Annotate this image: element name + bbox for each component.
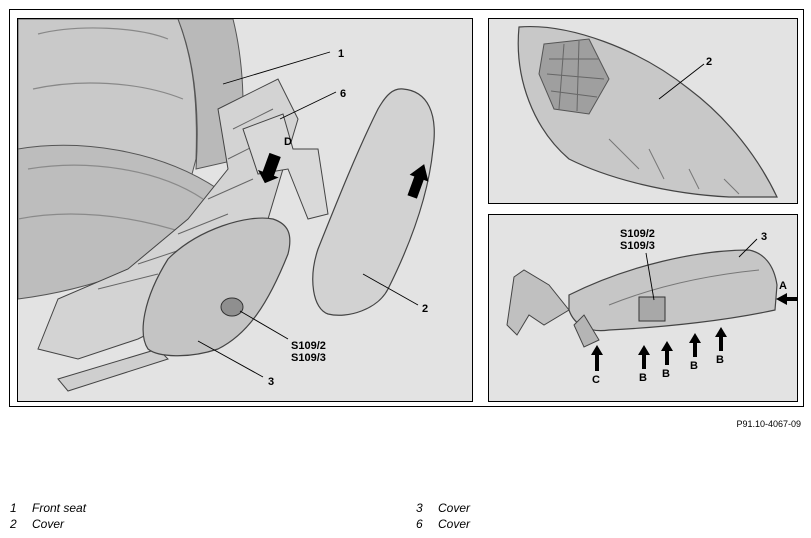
direction-arrow-d <box>257 152 281 184</box>
arrow-a <box>776 293 797 305</box>
bracket-shape <box>506 269 570 336</box>
legend-label: Front seat <box>32 501 87 515</box>
switch-s109-inner <box>638 296 666 322</box>
legend-item-1: 1 Front seat <box>10 501 86 515</box>
cover-3-inner-shape <box>568 249 778 332</box>
callout-a: A <box>779 280 787 292</box>
seat-illustration: 1 6 D 2 3 S109/2 S109/3 <box>18 19 435 392</box>
cover-3-inner-illustration: S109/2 S109/3 3 A C B B B B <box>506 228 797 386</box>
arrow-b-1 <box>638 345 650 369</box>
cover-detail-illustration: 2 <box>517 25 778 198</box>
callout-3: 3 <box>268 376 274 388</box>
legend-num: 1 <box>10 501 17 515</box>
callout-2-detail: 2 <box>706 56 712 68</box>
seat-rail <box>57 348 169 392</box>
legend-item-2: 2 Cover <box>10 517 64 531</box>
arrow-c <box>591 345 603 371</box>
legend-item-3: 3 Cover <box>416 501 470 515</box>
legend-num: 6 <box>416 517 423 531</box>
legend-num: 3 <box>416 501 423 515</box>
callout-1: 1 <box>338 48 344 60</box>
figure-reference: P91.10-4067-09 <box>736 419 801 429</box>
seat-frame-mechanism <box>37 78 299 360</box>
legend-item-4: 6 Cover <box>416 517 470 531</box>
callout-2: 2 <box>422 303 428 315</box>
callout-s109-2: S109/2 <box>291 340 326 352</box>
arrow-b-4 <box>715 327 727 351</box>
switch-s109-shape <box>220 297 244 317</box>
legend-label: Cover <box>438 501 471 515</box>
callout-c: C <box>592 374 600 386</box>
callout-s109-3: S109/3 <box>291 352 326 364</box>
legend-num: 2 <box>10 517 17 531</box>
callout-b-2: B <box>662 368 670 380</box>
callout-b-4: B <box>716 354 724 366</box>
direction-arrow-up <box>407 164 429 199</box>
cover-3-shape <box>142 217 291 357</box>
cover-3-inner-panel: S109/2 S109/3 3 A C B B B B <box>488 214 798 402</box>
legend-label: Cover <box>438 517 471 531</box>
arrow-b-2 <box>661 341 673 365</box>
arrow-b-3 <box>689 333 701 357</box>
callout-3-inner: 3 <box>761 231 767 243</box>
cover-2-shape <box>312 88 435 316</box>
legend-label: Cover <box>32 517 65 531</box>
cover-detail-panel: 2 <box>488 18 798 204</box>
main-seat-panel: 1 6 D 2 3 S109/2 S109/3 <box>17 18 473 402</box>
callout-b-1: B <box>639 372 647 384</box>
callout-s109-2-inner: S109/2 <box>620 228 655 240</box>
callout-d: D <box>284 136 292 148</box>
callout-6: 6 <box>340 88 346 100</box>
callout-s109-3-inner: S109/3 <box>620 240 655 252</box>
callout-b-3: B <box>690 360 698 372</box>
figure-frame: 1 6 D 2 3 S109/2 S109/3 2 <box>9 9 804 407</box>
